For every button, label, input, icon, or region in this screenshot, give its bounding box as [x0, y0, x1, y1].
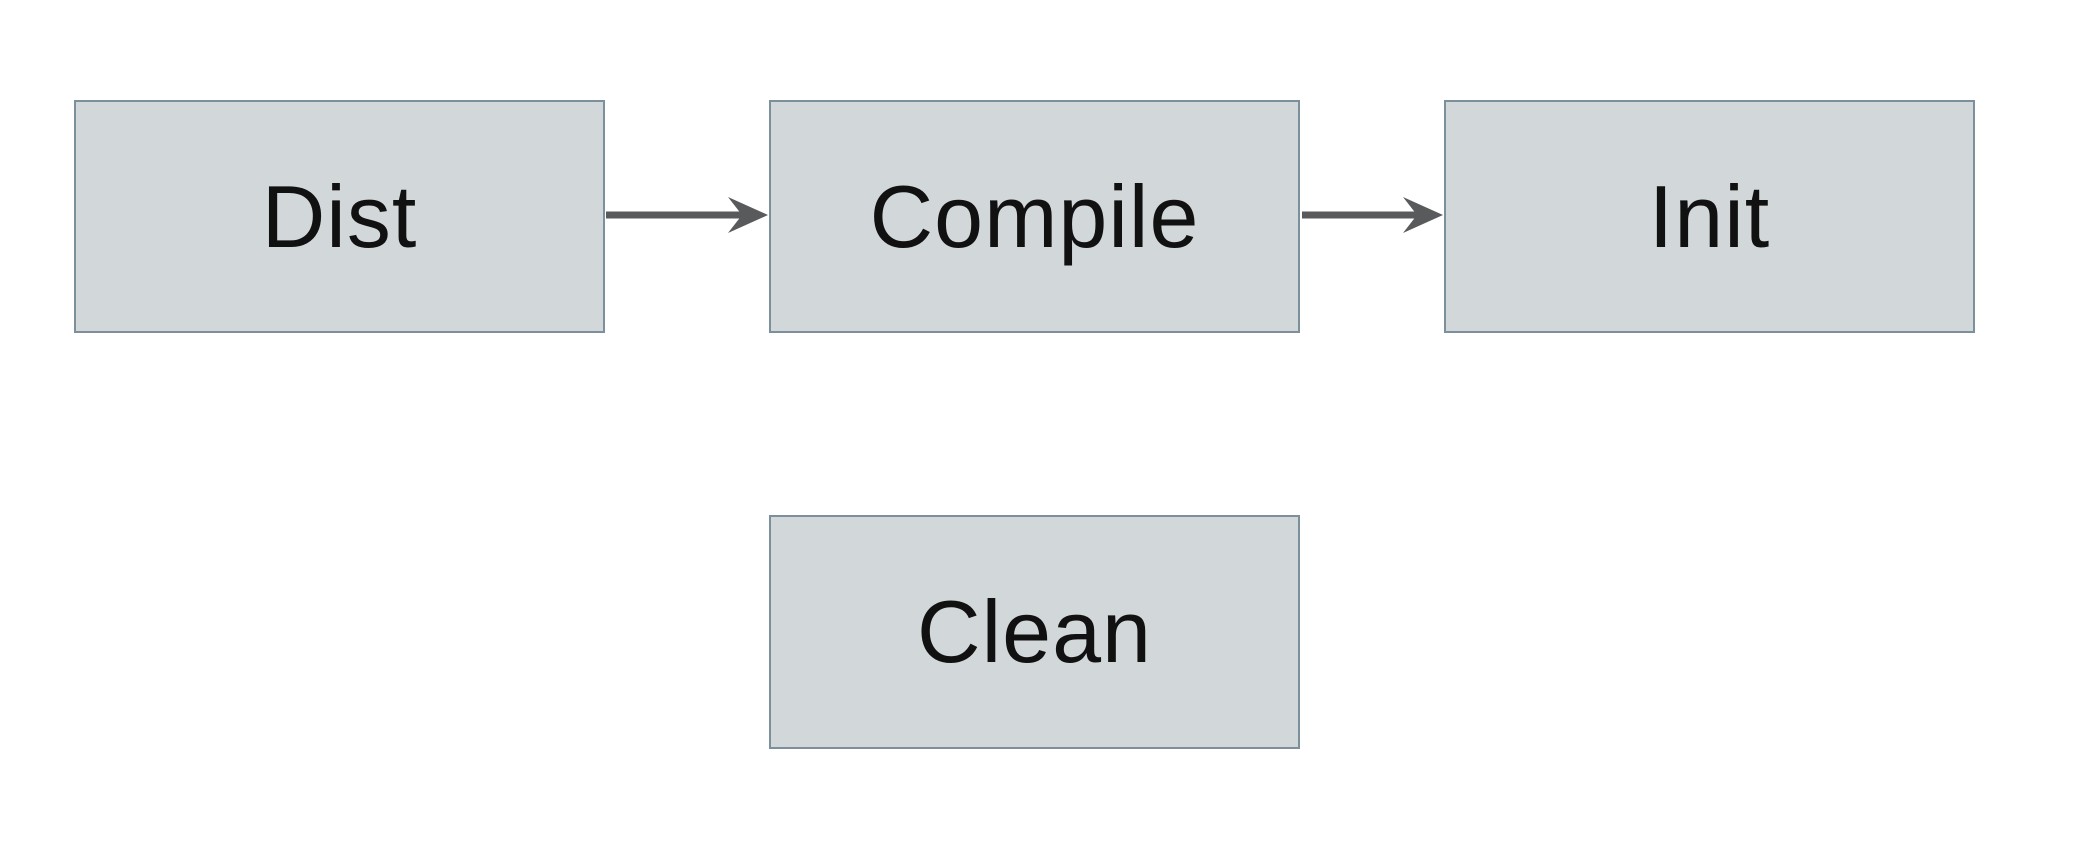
- node-compile[interactable]: Compile: [769, 100, 1300, 333]
- node-init[interactable]: Init: [1444, 100, 1975, 333]
- node-init-label: Init: [1648, 166, 1771, 266]
- node-dist-label: Dist: [261, 166, 418, 266]
- arrow-compile-to-init-head: [1403, 197, 1443, 233]
- arrow-dist-to-compile[interactable]: [606, 197, 768, 233]
- node-compile-label: Compile: [869, 166, 1200, 266]
- node-clean-label: Clean: [917, 582, 1152, 681]
- arrow-compile-to-init[interactable]: [1302, 197, 1443, 233]
- arrow-dist-to-compile-head: [728, 197, 768, 233]
- node-clean[interactable]: Clean: [769, 515, 1300, 749]
- node-dist[interactable]: Dist: [74, 100, 605, 333]
